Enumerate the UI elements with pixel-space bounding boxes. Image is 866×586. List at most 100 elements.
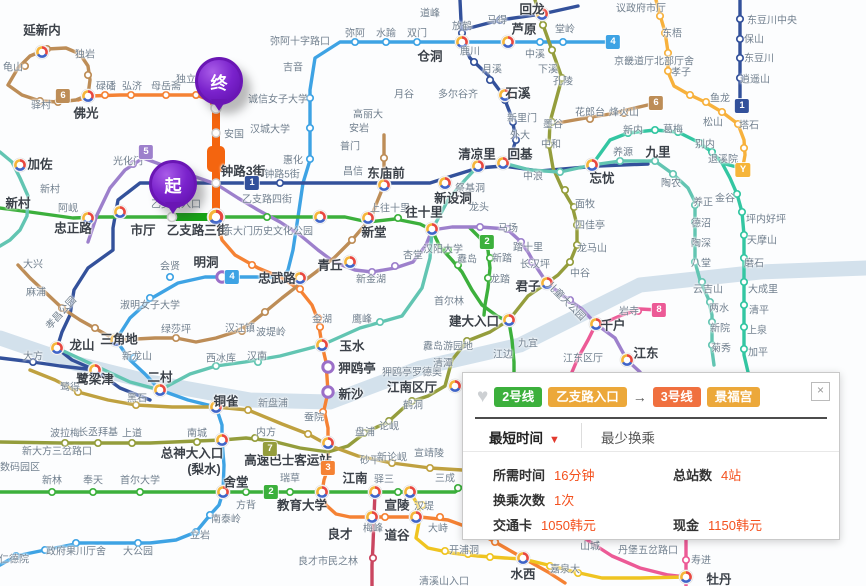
transfer-station-icon: [539, 275, 555, 291]
station-dot: [295, 284, 305, 294]
station-dot: [435, 512, 445, 522]
station-dot: [572, 220, 582, 230]
station-dot: [695, 138, 705, 148]
station-dot: [735, 53, 745, 63]
to-station-badge: 景福宫: [706, 387, 761, 407]
station-dot: [485, 253, 495, 263]
station-dot: [412, 37, 422, 47]
station-dot: [47, 487, 57, 497]
station-dot: [165, 272, 175, 282]
station-dot: [623, 128, 633, 138]
transit-card-value: 1050韩元: [541, 518, 596, 533]
station-dot: [28, 357, 38, 367]
transfer-station-icon: [320, 435, 336, 451]
station-dot: [90, 323, 100, 333]
route-popup: × ♥ 2号线 乙支路入口 → 3号线 景福宫 最短时间▼ 最少换乘 所需时间 …: [462, 372, 840, 540]
transfer-station-icon: [501, 312, 517, 328]
station-dot: [275, 178, 285, 188]
station-dot: [303, 429, 313, 439]
station-dot: [660, 28, 670, 38]
station-dot: [211, 361, 221, 371]
metro-line-line1a: [55, 162, 650, 402]
end-marker[interactable]: 终: [195, 57, 243, 105]
line-number-badge: 1: [244, 176, 260, 190]
station-dot: [565, 295, 575, 305]
transfer-station-icon: [292, 270, 308, 286]
station-dot: [359, 428, 369, 438]
favorite-heart-icon[interactable]: ♥: [477, 386, 489, 407]
station-dot: [425, 463, 435, 473]
station-circle: [321, 385, 335, 399]
station-dot: [739, 277, 749, 287]
cash-value: 1150韩元: [708, 518, 762, 533]
station-dot: [192, 437, 202, 447]
transfer-station-icon: [497, 87, 513, 103]
station-dot: [707, 317, 717, 327]
station-dot: [475, 222, 485, 232]
transfer-station-icon: [437, 175, 453, 191]
station-dot: [502, 224, 512, 234]
line-number-badge: 8: [651, 303, 667, 317]
station-dot: [663, 66, 673, 76]
station-dot: [387, 458, 397, 468]
station-dot: [690, 217, 700, 227]
station-dot: [650, 125, 660, 135]
station-dot: [127, 438, 137, 448]
transfer-station-icon: [534, 6, 550, 22]
station-dot: [384, 416, 394, 426]
required-time-value: 16分钟: [554, 468, 595, 483]
start-marker[interactable]: 起: [149, 160, 197, 208]
transfer-station-icon: [314, 484, 330, 500]
close-icon[interactable]: ×: [811, 382, 830, 401]
station-dot: [11, 551, 21, 561]
transfer-station-icon: [87, 362, 103, 378]
station-dot: [558, 37, 568, 47]
metro-line-line6b: [16, 133, 386, 344]
line-number-badge: 6: [648, 96, 664, 110]
tab-fewest-transfers[interactable]: 最少换乘: [601, 431, 655, 446]
station-dot: [739, 253, 749, 263]
station-dot: [350, 37, 360, 47]
station-dot: [305, 154, 315, 164]
metro-line-line1b: [0, 356, 97, 372]
transfer-station-icon: [678, 569, 694, 585]
transfer-station-icon: [80, 88, 96, 104]
tab-shortest-time[interactable]: 最短时间▼: [489, 431, 560, 446]
station-dot: [237, 326, 247, 336]
metro-line-line1e: [460, 4, 580, 32]
transfer-station-icon: [470, 158, 486, 174]
station-dot: [485, 552, 495, 562]
route-station: [211, 178, 221, 188]
station-dot: [379, 153, 389, 163]
station-dot: [161, 90, 171, 100]
transfer-station-icon: [447, 378, 463, 394]
station-dot: [453, 483, 463, 493]
station-dot: [573, 568, 583, 578]
station-dot: [673, 127, 683, 137]
station-dot: [375, 317, 385, 327]
line-number-badge: 2: [479, 235, 495, 249]
station-dot: [407, 396, 417, 406]
station-dot: [547, 117, 557, 127]
transfer-station-icon: [408, 509, 424, 525]
station-dot: [707, 340, 717, 350]
station-dot: [655, 11, 665, 21]
metro-line-line9: [28, 368, 464, 472]
station-dot: [381, 37, 391, 47]
station-dot: [690, 237, 700, 247]
station-dot: [145, 293, 155, 303]
station-dot: [250, 433, 260, 443]
station-dot: [393, 487, 403, 497]
station-dot: [469, 57, 479, 67]
station-dot: [739, 143, 749, 153]
station-dot: [75, 49, 85, 59]
station-dot: [390, 261, 400, 271]
station-dot: [128, 159, 138, 169]
station-dot: [368, 553, 378, 563]
transfer-station-icon: [342, 254, 358, 270]
header-divider: [475, 417, 827, 419]
transfer-count-value: 1次: [554, 493, 575, 508]
station-dot: [131, 400, 141, 410]
station-dot: [462, 336, 472, 346]
